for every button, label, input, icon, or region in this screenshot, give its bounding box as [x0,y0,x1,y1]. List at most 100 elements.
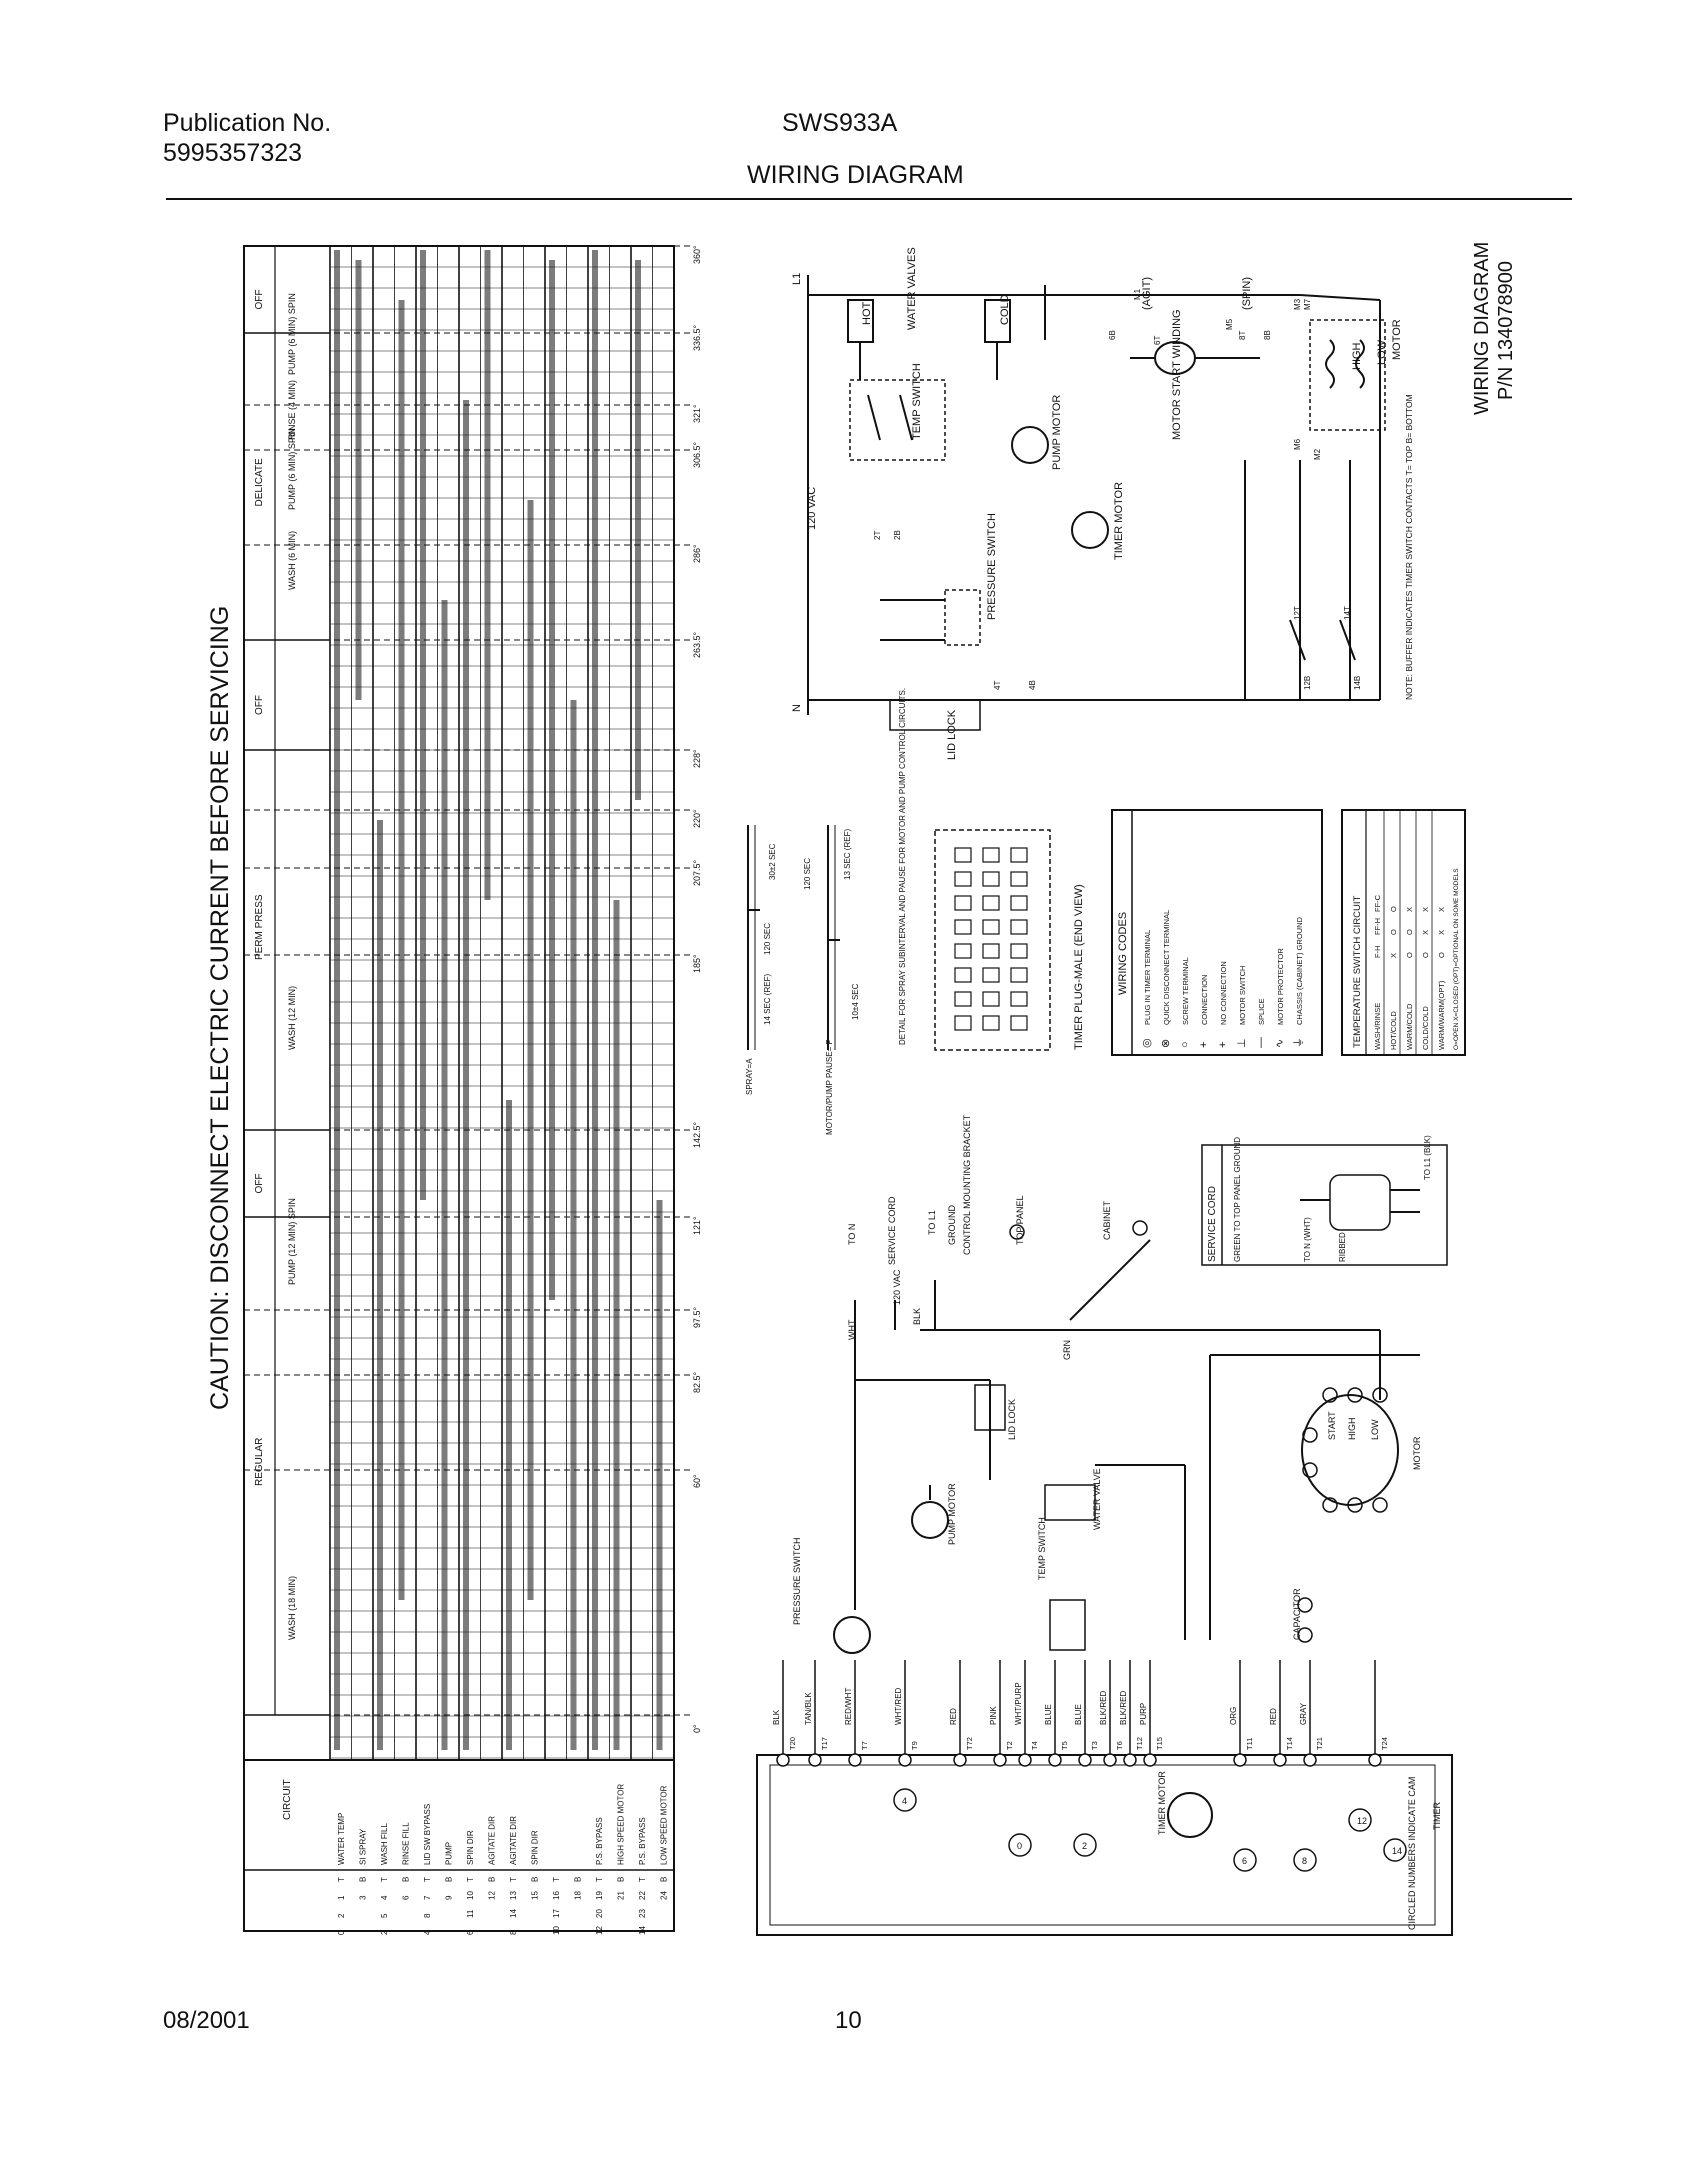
cam-bar [656,1200,663,1750]
plug-pin [982,1015,1000,1031]
temp-table-cell: X [1437,930,1446,935]
plug-pin [1010,871,1028,887]
cycle-label: OFF [254,1174,265,1194]
plug-pin [1010,847,1028,863]
circuit-terminal: 13 [509,1891,518,1900]
circuit-number: 14 [509,1909,518,1918]
wiring-code-symbol: ∿ [1274,1039,1286,1048]
temp-table-cell: O [1389,906,1398,912]
timer-terminal [1303,1753,1317,1767]
terminal-label: 8B [1263,330,1272,340]
pictorial-label: CONTROL MOUNTING BRACKET [962,1114,972,1255]
degree-label: 321° [692,404,702,423]
temp-table-cell: WARM/WARM(OPT) [1437,980,1446,1050]
circuit-contact: T [337,1877,346,1882]
pictorial-label: CABINET [1102,1200,1112,1240]
pictorial-label: TEMP SWITCH [1037,1517,1047,1580]
timer-terminal-label: T5 [1060,1741,1069,1750]
plug-drawing [1329,1174,1391,1231]
schematic-label: (SPIN) [1241,277,1253,310]
degree-label: 286° [692,544,702,563]
cam-number: 0 [1017,1841,1022,1851]
temp-table-cell: X [1389,953,1398,958]
pictorial-label: 120 VAC [892,1269,902,1305]
circuit-terminal: 4 [380,1895,389,1900]
cam-bar [506,1100,512,1750]
wire-color-label: RED/WHT [844,1688,853,1725]
timer-box [756,1754,1453,1936]
cam-bar [420,250,426,1200]
service-cord-box [1201,1144,1448,1266]
circuit-contact: B [531,1877,540,1882]
circuit-terminal: 7 [423,1895,432,1900]
timer-terminal [953,1753,967,1767]
timer-plug [934,829,1051,1051]
wiring-code-label: CONNECTION [1200,975,1209,1025]
circuit-name: HIGH SPEED MOTOR [617,1784,626,1865]
wiring-code-label: NO CONNECTION [1219,961,1228,1025]
temp-table-cell: COLD/COLD [1421,1006,1430,1050]
schematic-label: HIGH [1351,342,1363,370]
timer-terminal-label: T9 [910,1741,919,1750]
circuit-contact: T [552,1877,561,1882]
timer-terminal-label: T2 [1005,1741,1014,1750]
pictorial-label: TO N [847,1224,857,1245]
cam-bar [334,250,340,1750]
temp-table-title: TEMPERATURE SWITCH CIRCUIT [1352,895,1363,1048]
timer-terminal-label: T21 [1315,1737,1324,1750]
terminal-label: 8T [1238,331,1247,340]
pictorial-label: MOTOR [1412,1436,1422,1470]
wire-color-label: BLK/RED [1119,1691,1128,1725]
page-title: WIRING DIAGRAM [747,161,964,189]
circuit-cam: 6 [466,1930,475,1935]
degree-label: 142.5° [692,1121,702,1148]
wire-color-label: TAN/BLK [804,1692,813,1725]
timer-chart-grid [329,245,674,1760]
cycle-label: DELICATE [254,458,265,506]
subinterval-detail: SPRAY=A MOTOR/PUMP PAUSE= P DETAIL FOR S… [745,688,1466,1135]
pictorial-label: BLK [912,1308,922,1325]
circuit-terminal: 24 [660,1891,669,1900]
circuit-name: P.S. BYPASS [638,1817,647,1865]
timer-terminal-label: T4 [1030,1741,1039,1750]
timer-motor-component [1167,1792,1213,1838]
schematic-label: HOT [861,302,873,326]
timing-label: 14 SEC (REF) [763,974,772,1025]
page-number: 10 [835,2007,862,2034]
timer-terminal-label: T3 [1090,1741,1099,1750]
temp-table-cell: O [1437,952,1446,958]
schematic-label: TEMP SWITCH [911,363,923,440]
publication-number: 5995357323 [163,139,303,167]
pictorial-label: WATER VALVE [1092,1468,1102,1530]
degree-label: 185° [692,954,702,973]
timing-label: 30±2 SEC [768,843,777,880]
plug-pin [1010,1015,1028,1031]
degree-label: 121° [692,1216,702,1235]
cam-number: 4 [902,1796,907,1806]
wire-color-label: GRAY [1299,1702,1308,1725]
circuit-terminal: 1 [337,1895,346,1900]
terminal-label: M5 [1225,318,1234,330]
timing-label: 120 SEC [763,923,772,955]
lid-lock-component [974,1384,1006,1431]
terminal-label: M1 [1133,288,1142,300]
wire-color-label: RED [949,1708,958,1725]
circuit-terminal: 22 [638,1891,647,1900]
plug-pin [1010,895,1028,911]
terminal-label: 4T [993,681,1002,690]
lid-lock-symbol [889,699,981,731]
cam-circle [893,1788,917,1812]
pictorial-label: PRESSURE SWITCH [792,1537,802,1625]
schematic-label: COLD [999,294,1011,325]
circuit-contact: B [488,1877,497,1882]
schematic-label: (AGIT) [1141,277,1153,310]
terminal-label: 6T [1153,336,1162,345]
pictorial-label: GROUND [947,1205,957,1245]
timer-terminal [1273,1753,1287,1767]
caution-text: CAUTION: DISCONNECT ELECTRIC CURRENT BEF… [206,606,234,1410]
motor-terminals [1302,1387,1388,1513]
